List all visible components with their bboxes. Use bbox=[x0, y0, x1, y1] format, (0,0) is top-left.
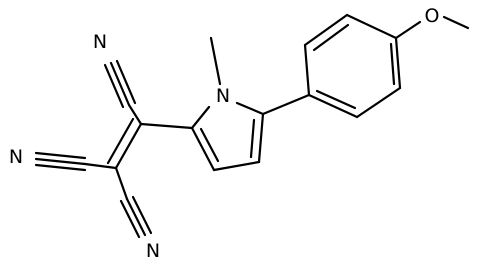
vinyl-pyrrole-bond bbox=[139, 122, 194, 130]
nitrile-left-triple-bond-c bbox=[34, 163, 87, 172]
nitrile-bottom-n-label: N bbox=[146, 240, 160, 262]
c2-nitrile-bottom-bond bbox=[114, 166, 129, 201]
nitrile-top-n-label: N bbox=[93, 31, 107, 53]
pyrrole-c5-c4-bond bbox=[257, 112, 265, 164]
nitrile-left-triple-bond-b bbox=[34, 157, 87, 166]
phenyl-bond-4 bbox=[394, 36, 402, 90]
phenyl-inner-bond-b bbox=[389, 42, 396, 86]
central-double-bond-a bbox=[114, 122, 143, 170]
nitrile-top-triple-bond-c bbox=[103, 63, 125, 109]
pyrrole-c5-c4-inner-bond bbox=[249, 118, 256, 159]
phenyl-inner-bond-a bbox=[312, 23, 350, 52]
phenyl-inner-bond-c bbox=[315, 89, 357, 110]
phenyl-bond-5 bbox=[355, 86, 402, 119]
pyrrole-n-c5-bond bbox=[235, 101, 265, 116]
c1-nitrile-top-bond bbox=[127, 103, 143, 126]
phenyl-bond-6 bbox=[307, 93, 359, 119]
pyrrole-phenyl-bond bbox=[261, 93, 311, 116]
nitrile-top-triple-bond-b bbox=[109, 61, 131, 107]
c2-nitrile-left-bond bbox=[83, 162, 118, 170]
nitrile-bottom-triple-bond-b bbox=[125, 197, 147, 237]
aryl-o-bond bbox=[394, 20, 422, 40]
pyrrole-c2-n-bond bbox=[190, 105, 211, 130]
o-methyl-bond bbox=[442, 15, 470, 30]
pyrrole-n-label: N bbox=[216, 85, 230, 107]
nitrile-left-triple-bond-a bbox=[34, 151, 87, 160]
nitrile-top-triple-bond-a bbox=[115, 59, 137, 105]
bonds bbox=[34, 13, 470, 239]
pyrrole-c3-c2-inner-bond bbox=[199, 127, 220, 163]
central-double-bond-b bbox=[106, 117, 135, 165]
methoxy-o-label: O bbox=[425, 5, 440, 27]
nitrile-bottom-triple-bond-c bbox=[131, 195, 153, 235]
pyrrole-c3-c2-bond bbox=[190, 126, 216, 172]
phenyl-bond-2 bbox=[303, 13, 349, 47]
phenyl-bond-1 bbox=[303, 43, 311, 97]
pyrrole-c4-c3-bond bbox=[212, 160, 261, 172]
atom-labels: N N N N O bbox=[9, 5, 440, 262]
n-methyl-bond bbox=[209, 36, 222, 86]
nitrile-left-n-label: N bbox=[9, 146, 23, 168]
phenyl-bond-3 bbox=[345, 13, 398, 40]
nitrile-bottom-triple-bond-a bbox=[119, 199, 141, 239]
